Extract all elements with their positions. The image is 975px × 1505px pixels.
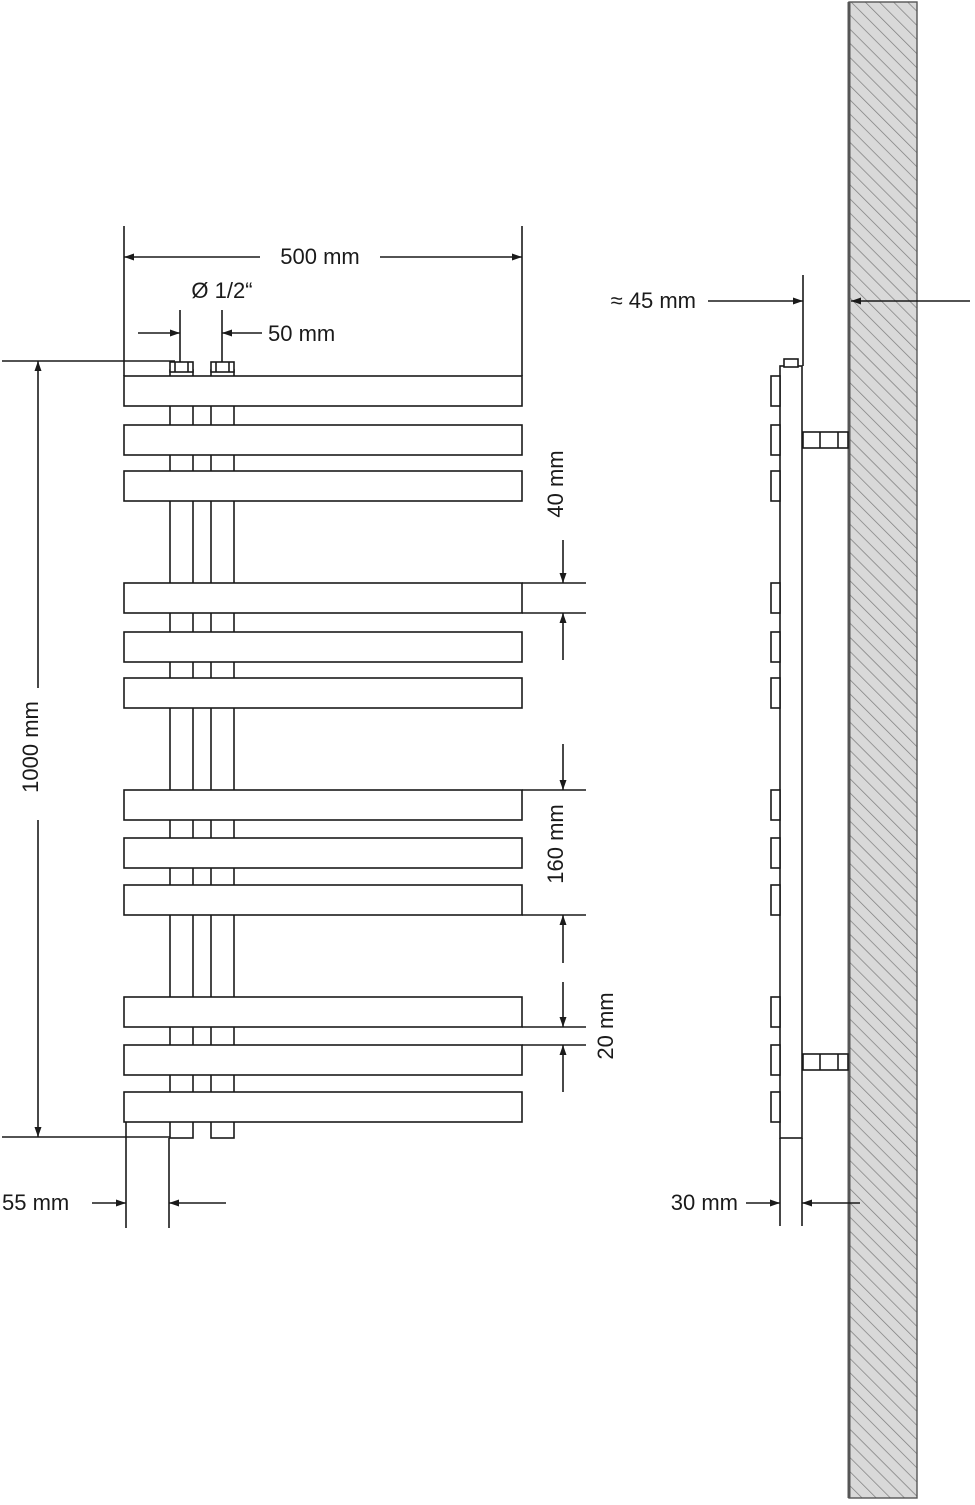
height-label: 1000 mm (18, 701, 43, 793)
bar-gap-label: 20 mm (593, 992, 618, 1059)
group-spacing-label: 160 mm (543, 804, 568, 883)
towel-bar (123, 470, 523, 502)
wall (848, 1, 918, 1499)
wall-bracket-top (802, 431, 849, 449)
connection-diameter-label: Ø 1/2“ (191, 278, 252, 303)
wall-bracket-bottom (802, 1053, 849, 1071)
towel-bar (123, 582, 523, 614)
side-bar-profile (770, 789, 781, 821)
towel-bar (123, 884, 523, 916)
towel-bar (123, 996, 523, 1028)
towel-bar (123, 677, 523, 709)
towel-bar (123, 631, 523, 663)
connection-cap-right (210, 361, 235, 373)
side-bar-profile (770, 582, 781, 614)
connection-spacing-label: 50 mm (268, 321, 335, 346)
towel-bar (123, 1044, 523, 1076)
side-bar-profile (770, 631, 781, 663)
side-bar-profile (770, 1044, 781, 1076)
connection-cap-left (169, 361, 194, 373)
collector-offset-label: 55 mm (2, 1190, 69, 1215)
front-view: 500 mm Ø 1/2“ 50 mm 1000 mm 40 mm 160 mm… (2, 226, 618, 1228)
side-bar-profile (770, 677, 781, 709)
width-label: 500 mm (280, 244, 359, 269)
side-bar-profile (770, 375, 781, 407)
towel-bar (123, 424, 523, 456)
side-bar-profile (770, 424, 781, 456)
side-bar-profile (770, 884, 781, 916)
bar-height-label: 40 mm (543, 450, 568, 517)
side-bar-profile (770, 837, 781, 869)
towel-bar (123, 375, 523, 407)
towel-bar (123, 1091, 523, 1123)
towel-bar (123, 789, 523, 821)
side-bar-profile (770, 470, 781, 502)
depth-label: 30 mm (671, 1190, 738, 1215)
wall-distance-label: ≈ 45 mm (611, 288, 696, 313)
side-bar-profile (770, 996, 781, 1028)
towel-bar (123, 837, 523, 869)
side-collector (779, 365, 803, 1139)
side-bar-profile (770, 1091, 781, 1123)
side-view: ≈ 45 mm 30 mm (611, 1, 970, 1499)
side-connection-cap (783, 358, 799, 368)
